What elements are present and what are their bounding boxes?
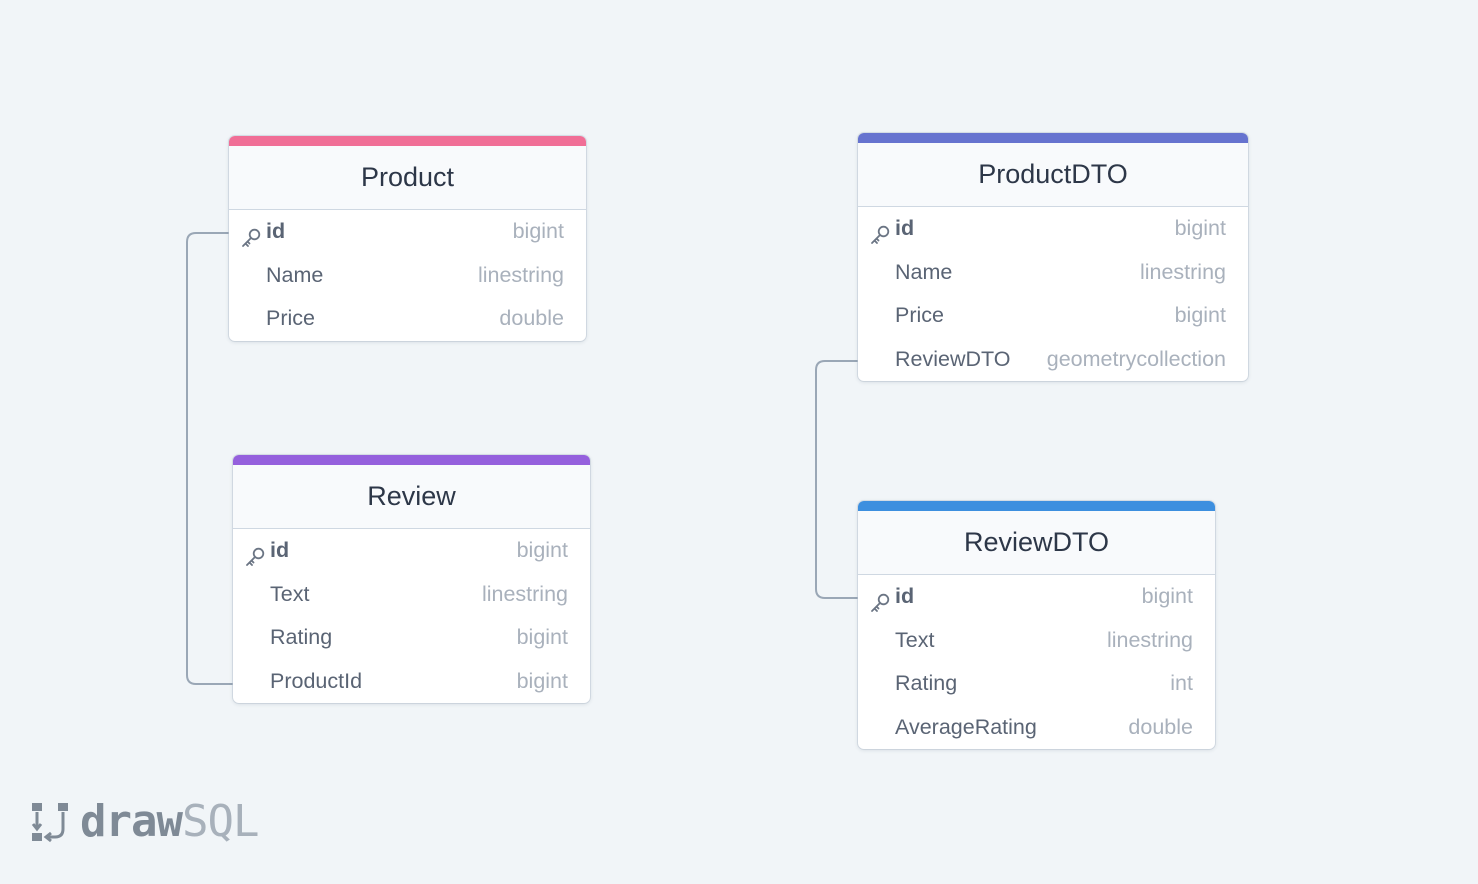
primary-key-icon <box>240 221 262 247</box>
table-color-bar <box>229 136 586 146</box>
table-title[interactable]: ProductDTO <box>858 143 1248 207</box>
table-title[interactable]: ReviewDTO <box>858 511 1215 575</box>
field-type: linestring <box>481 581 568 606</box>
table-row[interactable]: ReviewDTO geometrycollection <box>858 338 1248 382</box>
field-name: id <box>895 216 915 240</box>
field-name: Name <box>266 262 324 287</box>
table-row[interactable]: Price bigint <box>858 294 1248 338</box>
field-type: double <box>499 306 564 330</box>
table-row[interactable]: Name linestring <box>858 251 1248 295</box>
logo-word-draw: draw <box>80 795 183 847</box>
table-row[interactable]: id bigint <box>233 529 590 573</box>
table-row[interactable]: AverageRating double <box>858 706 1215 750</box>
field-name: ProductId <box>270 668 363 693</box>
field-type: bigint <box>1141 584 1193 608</box>
field-type: bigint <box>516 538 568 562</box>
field-name: id <box>895 584 915 608</box>
table-row[interactable]: id bigint <box>858 207 1248 251</box>
field-name: Price <box>266 306 315 330</box>
table-row[interactable]: id bigint <box>229 210 586 254</box>
field-name: id <box>270 538 290 562</box>
table-row[interactable]: ProductId bigint <box>233 660 590 704</box>
table-row[interactable]: Text linestring <box>233 573 590 617</box>
primary-key-icon <box>244 540 266 566</box>
field-type: linestring <box>1139 259 1226 284</box>
field-type: bigint <box>1174 216 1226 240</box>
drawsql-logo[interactable]: draw SQL <box>30 795 259 847</box>
field-name: Rating <box>895 671 958 695</box>
drawsql-logo-icon <box>31 803 68 843</box>
relation-product-review[interactable] <box>186 232 233 685</box>
primary-key-icon <box>869 586 891 612</box>
table-row[interactable]: Price double <box>229 297 586 341</box>
field-name: Text <box>270 581 310 606</box>
primary-key-icon <box>869 218 891 244</box>
table-row[interactable]: Name linestring <box>229 254 586 298</box>
field-type: bigint <box>512 219 564 243</box>
table-color-bar <box>858 133 1248 143</box>
table-color-bar <box>858 501 1215 511</box>
table-row[interactable]: Rating bigint <box>233 616 590 660</box>
field-type: bigint <box>516 625 568 649</box>
field-type: geometrycollection <box>1046 346 1226 371</box>
field-name: Name <box>895 259 953 284</box>
table-color-bar <box>233 455 590 465</box>
table-row[interactable]: id bigint <box>858 575 1215 619</box>
field-name: Rating <box>270 625 333 649</box>
table-title[interactable]: Product <box>229 146 586 210</box>
table-title[interactable]: Review <box>233 465 590 529</box>
field-type: bigint <box>1174 303 1226 327</box>
table-row[interactable]: Rating int <box>858 662 1215 706</box>
field-name: ReviewDTO <box>895 346 1011 371</box>
field-type: double <box>1128 714 1193 739</box>
relation-productdto-reviewdto[interactable] <box>815 360 858 599</box>
field-type: linestring <box>1106 627 1193 652</box>
field-type: linestring <box>477 262 564 287</box>
field-type: bigint <box>516 668 568 693</box>
field-name: Price <box>895 303 944 327</box>
field-type: int <box>1170 671 1193 695</box>
table-row[interactable]: Text linestring <box>858 619 1215 663</box>
logo-word-sql: SQL <box>181 795 259 847</box>
field-name: id <box>266 219 286 243</box>
field-name: Text <box>895 627 935 652</box>
field-name: AverageRating <box>895 714 1037 739</box>
